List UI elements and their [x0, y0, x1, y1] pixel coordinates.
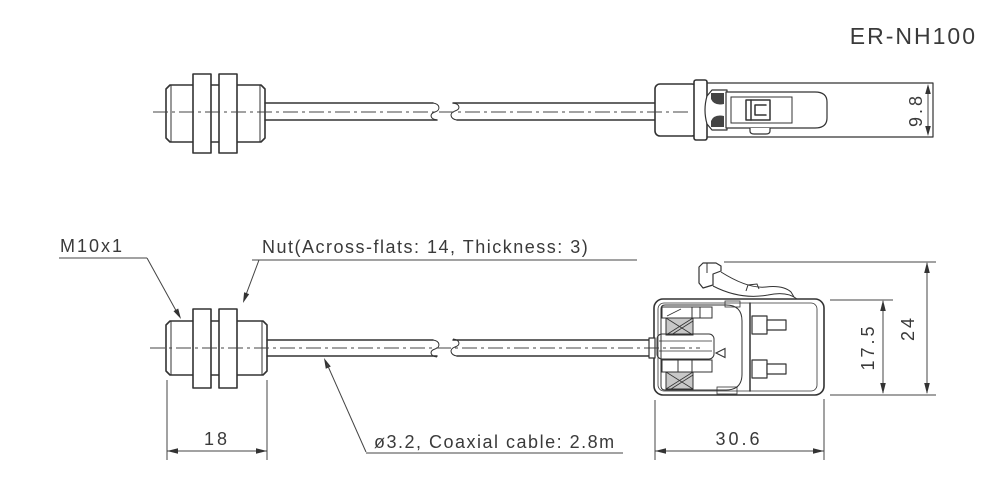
connector-latch-lever: [698, 262, 798, 300]
coaxial-cable-side: [264, 102, 661, 121]
dimension-17-5-value: 17.5: [858, 323, 878, 370]
terminal-holder: [660, 304, 743, 391]
connector-tab-side: [749, 128, 771, 135]
top-view: M10x1 Nut(Across-flats: 14, Thickness: 3…: [59, 236, 936, 460]
callout-cable: ø3.2, Coaxial cable: 2.8m: [324, 358, 623, 454]
dimension-30-6-value: 30.6: [715, 429, 762, 449]
coaxial-cable-top: [266, 338, 655, 358]
dimension-18: 18: [166, 380, 268, 460]
callout-nut: Nut(Across-flats: 14, Thickness: 3): [243, 237, 637, 303]
cable-break-left: [430, 102, 440, 121]
drawing-title: ER-NH100: [850, 23, 977, 49]
dimension-18-value: 18: [204, 429, 230, 449]
fixing-nut-2-side: [218, 73, 238, 154]
connector-pin-1: [751, 315, 787, 335]
connector-inner-wall: [657, 302, 818, 392]
upper-contact-detail: [661, 306, 713, 336]
callout-cable-label: ø3.2, Coaxial cable: 2.8m: [374, 432, 616, 452]
fixing-nut-2-top: [218, 308, 238, 389]
callout-thread-label: M10x1: [60, 236, 124, 256]
cable-break-left: [430, 339, 440, 358]
callout-thread: M10x1: [59, 236, 181, 319]
side-view: 9.8: [153, 73, 934, 154]
housing-notch-bottom: [716, 386, 738, 395]
connector-logo-mark: [745, 99, 771, 121]
lower-contact-detail: [661, 359, 713, 390]
cable-break-right: [450, 102, 460, 121]
dimension-30-6: 30.6: [654, 399, 825, 460]
orientation-triangle-marker: [714, 347, 726, 359]
dimension-9-8-value: 9.8: [906, 93, 926, 127]
fixing-nut-1-side: [192, 73, 212, 154]
connector-latch-side: [704, 89, 728, 131]
sensor-body-side: [165, 84, 266, 143]
dimension-24: 24: [724, 261, 936, 396]
housing-notch-top: [724, 300, 741, 308]
fixing-nut-1-top: [192, 308, 212, 389]
callout-nut-label: Nut(Across-flats: 14, Thickness: 3): [262, 237, 589, 257]
connector-boot-side: [654, 83, 698, 137]
dimension-17-5: 17.5: [830, 299, 893, 394]
dimension-24-value: 24: [898, 315, 918, 341]
connector-pin-2: [751, 359, 787, 379]
cable-break-right: [450, 338, 460, 357]
connector-top-view: [648, 262, 825, 396]
dimension-9-8: 9.8: [906, 84, 931, 136]
slider-inner-panel: [730, 96, 793, 124]
